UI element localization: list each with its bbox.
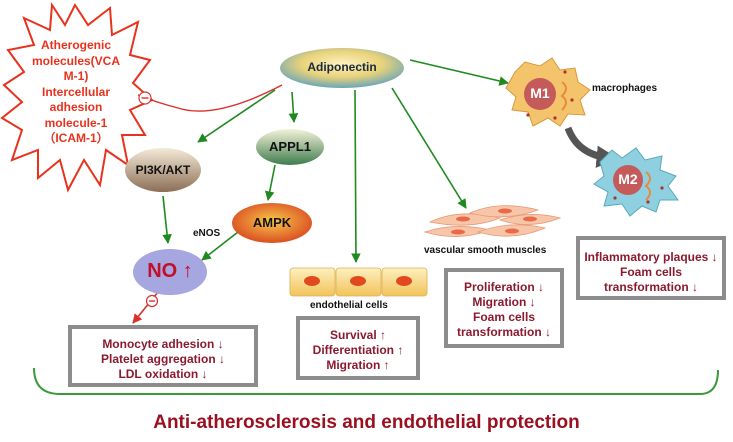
m1-macrophage-graphic <box>505 57 591 127</box>
no-label: NO ↑ <box>133 260 207 283</box>
m2-label: M2 <box>618 171 638 187</box>
effect-item: transformation ↓ <box>603 280 698 294</box>
atherogenic-line: adhesion <box>49 100 103 114</box>
arrow-appl1-ampk <box>264 164 276 201</box>
atherogenic-starburst <box>0 1 154 193</box>
vsm-cells-graphic <box>423 205 562 237</box>
footer-title: Anti-atherosclerosis and endothelial pro… <box>153 412 580 433</box>
vsm-effects-box: Proliferation ↓ Migration ↓ Foam cells t… <box>444 268 564 348</box>
atherogenic-line: M-1) <box>63 69 89 83</box>
enos-label: eNOS <box>193 228 221 239</box>
no-text: NO <box>147 260 178 282</box>
effect-item: Proliferation ↓ <box>463 280 544 294</box>
effect-item: Migration ↑ <box>326 358 390 372</box>
arrow-adipo-m1 <box>409 59 509 86</box>
endothelial-effects-box: Survival ↑ Differentiation ↑ Migration ↑ <box>296 316 420 380</box>
effect-item: Monocyte adhesion ↓ <box>102 337 224 351</box>
effect-item: Foam cells <box>619 265 683 279</box>
appl1-label: APPL1 <box>269 139 311 154</box>
effect-item: Inflammatory plaques ↓ <box>584 250 718 264</box>
effect-item: Migration ↓ <box>472 295 536 309</box>
atherogenic-line: （ICAM-1） <box>43 131 109 145</box>
effect-item: Differentiation ↑ <box>312 343 404 357</box>
atherogenic-line: Atherogenic <box>40 38 111 52</box>
adiponectin-label: Adiponectin <box>307 60 377 74</box>
arrow-adipo-pi3k <box>197 89 276 143</box>
arrow-ampk-no <box>201 231 239 261</box>
arrow-pi3k-no <box>162 195 172 244</box>
bottom-bracket <box>33 367 719 395</box>
effect-item: LDL oxidation ↓ <box>118 367 208 381</box>
appl1-node <box>256 129 324 165</box>
macrophages-label: macrophages <box>592 83 658 94</box>
atherogenic-label: Atherogenic molecules(VCA M-1) Intercell… <box>14 38 138 147</box>
pi3k-node <box>125 148 201 192</box>
macrophage-effects-box: Inflammatory plaques ↓ Foam cells transf… <box>576 236 726 300</box>
arrow-adipo-endothelial <box>351 89 361 263</box>
atherogenic-line: Intercellular <box>41 84 111 99</box>
effect-item: transformation ↓ <box>456 325 551 339</box>
arrow-adipo-appl1 <box>288 91 299 123</box>
atherogenic-line: molecule-1 <box>44 115 108 130</box>
ampk-label: AMPK <box>252 215 292 230</box>
no-effects-box: Monocyte adhesion ↓ Platelet aggregation… <box>68 325 258 387</box>
pi3k-label: PI3K/AKT <box>135 163 191 177</box>
arrow-adipo-vsm <box>391 87 467 209</box>
atherogenic-line: molecules(VCA <box>31 53 121 68</box>
effect-item: Survival ↑ <box>329 328 387 342</box>
vsm-label: vascular smooth muscles <box>424 245 547 256</box>
effect-item: Platelet aggregation ↓ <box>100 352 226 366</box>
m2-macrophage-graphic <box>593 147 679 217</box>
endothelial-cells-label: endothelial cells <box>310 300 388 311</box>
endothelial-cells-graphic <box>289 267 428 297</box>
inhibition-line-atherogenic <box>137 84 283 112</box>
no-node <box>133 249 207 295</box>
up-arrow-icon: ↑ <box>182 260 193 282</box>
arrow-m1-m2 <box>564 126 619 168</box>
adiponectin-node <box>280 48 404 88</box>
ampk-node <box>232 203 312 243</box>
m1-label: M1 <box>530 85 550 101</box>
effect-item: Foam cells <box>472 310 536 324</box>
